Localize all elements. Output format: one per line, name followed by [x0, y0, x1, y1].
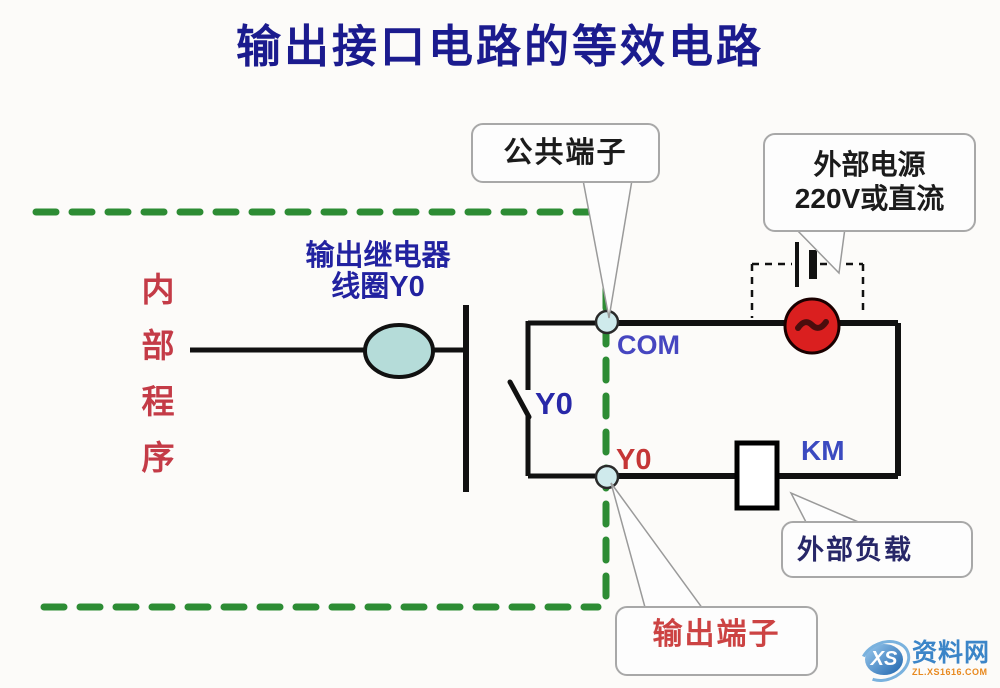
- program-char: 程: [141, 383, 175, 420]
- external-load-callout: 外部负载: [781, 521, 973, 578]
- switch-y0-label: Y0: [535, 386, 573, 421]
- terminal-com-circle: [594, 309, 620, 335]
- watermark-logo-text: XS: [870, 648, 898, 670]
- internal-program-label: 内 部 程 序: [126, 262, 190, 486]
- y0-terminal-label: Y0: [616, 444, 652, 476]
- com-terminal-label: COM: [617, 330, 680, 360]
- watermark-logo-ring: [853, 632, 917, 688]
- callout-pointer-output: [610, 482, 705, 612]
- program-char: 序: [141, 439, 175, 476]
- program-char: 内: [141, 271, 175, 308]
- terminal-y0-circle: [594, 464, 620, 490]
- switch-blade: [507, 379, 532, 420]
- ac-source-tilde: [795, 319, 829, 331]
- watermark-logo-blob: XS: [865, 644, 903, 675]
- relay-coil-label-line1: 输出继电器: [305, 240, 451, 272]
- external-power-line1: 外部电源: [813, 149, 926, 180]
- program-char: 部: [141, 327, 175, 364]
- watermark-logo-icon: XS: [853, 632, 917, 688]
- watermark: XS 资料网 ZL.XS1616.COM: [853, 632, 1000, 688]
- km-load-box: [734, 440, 780, 511]
- external-power-line2: 220V或直流: [794, 183, 945, 214]
- diagram-title: 输出接口电路的等效电路: [235, 21, 764, 72]
- common-terminal-callout: 公共端子: [471, 123, 660, 183]
- watermark-text-block: 资料网 ZL.XS1616.COM: [912, 641, 990, 677]
- output-terminal-callout: 输出端子: [615, 606, 818, 676]
- watermark-site-name: 资料网: [912, 639, 991, 667]
- km-load-label: KM: [801, 435, 845, 466]
- relay-coil-label: 输出继电器 线圈Y0: [283, 241, 473, 303]
- callout-pointer-common: [582, 179, 633, 319]
- external-power-callout: 外部电源 220V或直流: [763, 133, 976, 232]
- relay-coil-ellipse: [363, 323, 435, 379]
- callout-pointer-power: [793, 227, 846, 275]
- watermark-site-url: ZL.XS1616.COM: [912, 667, 988, 677]
- relay-coil-label-line2: 线圈Y0: [331, 271, 425, 303]
